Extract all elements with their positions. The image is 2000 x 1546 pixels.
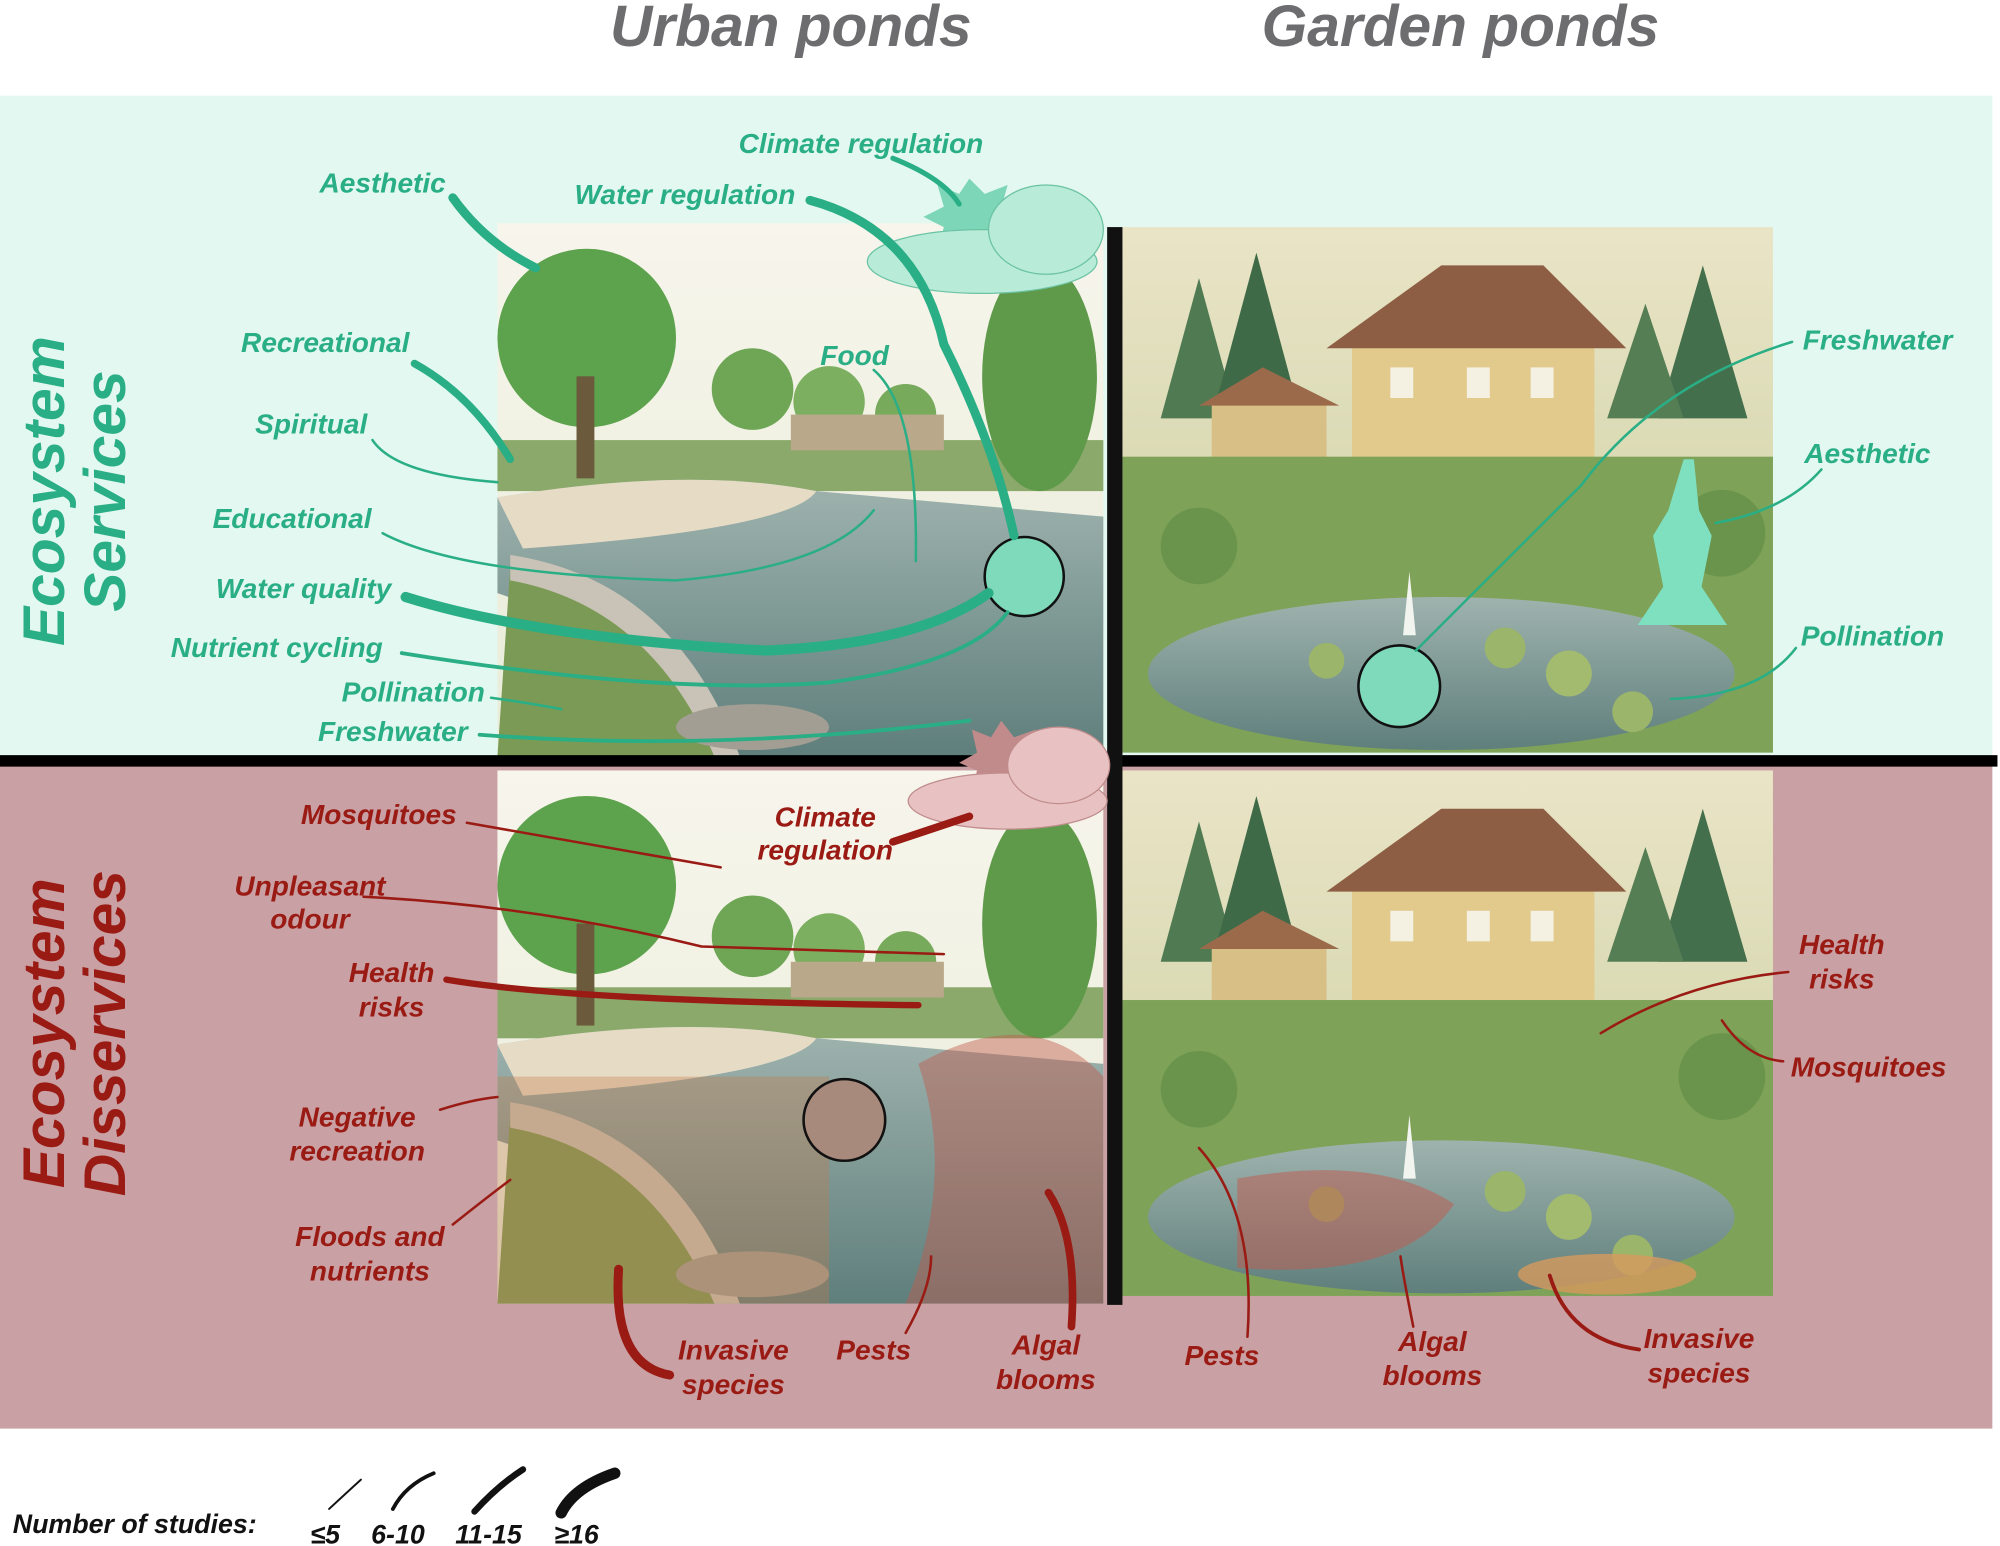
urban-services-connectors (371, 155, 1019, 744)
pond-focus-circle (802, 1077, 887, 1163)
legend-title: Number of studies: (13, 1509, 257, 1539)
legend-item: ≤5 (310, 1519, 341, 1546)
label-freshwater: Freshwater (318, 716, 470, 747)
label-pollination: Pollination (342, 677, 485, 708)
label-pests: Pests (1185, 1340, 1260, 1371)
label-pests: Pests (836, 1335, 911, 1366)
label-food: Food (820, 340, 889, 371)
pond-focus-circle (1357, 644, 1442, 729)
statue-icon (1637, 459, 1728, 626)
legend-stroke-ge16 (555, 1467, 621, 1519)
legend-stroke-11-15 (471, 1466, 527, 1515)
legend: Number of studies: ≤5 6-10 11-15 ≥16 (13, 1466, 621, 1546)
legend-stroke-le5 (328, 1478, 362, 1510)
header-garden-ponds: Garden ponds (1262, 0, 1660, 59)
vertical-divider (1107, 227, 1123, 1305)
label-aesthetic: Aesthetic (319, 168, 447, 199)
label-nutrient-cycling: Nutrient cycling (171, 632, 383, 663)
label-recreational: Recreational (241, 327, 411, 358)
legend-stroke-6-10 (390, 1471, 436, 1511)
urban-pond-disservices-illustration (497, 770, 1104, 1304)
label-water-quality: Water quality (216, 573, 393, 604)
cloud-icon (866, 178, 1104, 295)
legend-item: 6-10 (371, 1519, 425, 1546)
cloud-icon (907, 720, 1111, 830)
label-spiritual: Spiritual (255, 409, 368, 440)
label-freshwater: Freshwater (1803, 325, 1955, 356)
label-aesthetic: Aesthetic (1803, 438, 1931, 469)
legend-item: ≥16 (554, 1519, 600, 1546)
row-label-ecosystem-disservices: EcosystemDisservices (12, 870, 138, 1196)
label-water-regulation: Water regulation (575, 179, 796, 210)
garden-pond-disservices-illustration (1122, 770, 1773, 1296)
garden-disservices-connectors (1197, 970, 1790, 1352)
pond-focus-circle (983, 535, 1066, 618)
label-mosquitoes: Mosquitoes (1791, 1052, 1947, 1083)
label-mosquitoes: Mosquitoes (301, 799, 457, 830)
legend-item: 11-15 (455, 1519, 523, 1546)
row-label-ecosystem-services: EcosystemServices (12, 336, 138, 646)
label-educational: Educational (213, 503, 373, 534)
label-pollination: Pollination (1801, 620, 1944, 651)
label-climate-regulation: Climate regulation (739, 128, 984, 159)
garden-services-connectors (1414, 340, 1823, 701)
urban-disservices-connectors (362, 812, 1077, 1380)
header-urban-ponds: Urban ponds (610, 0, 972, 59)
